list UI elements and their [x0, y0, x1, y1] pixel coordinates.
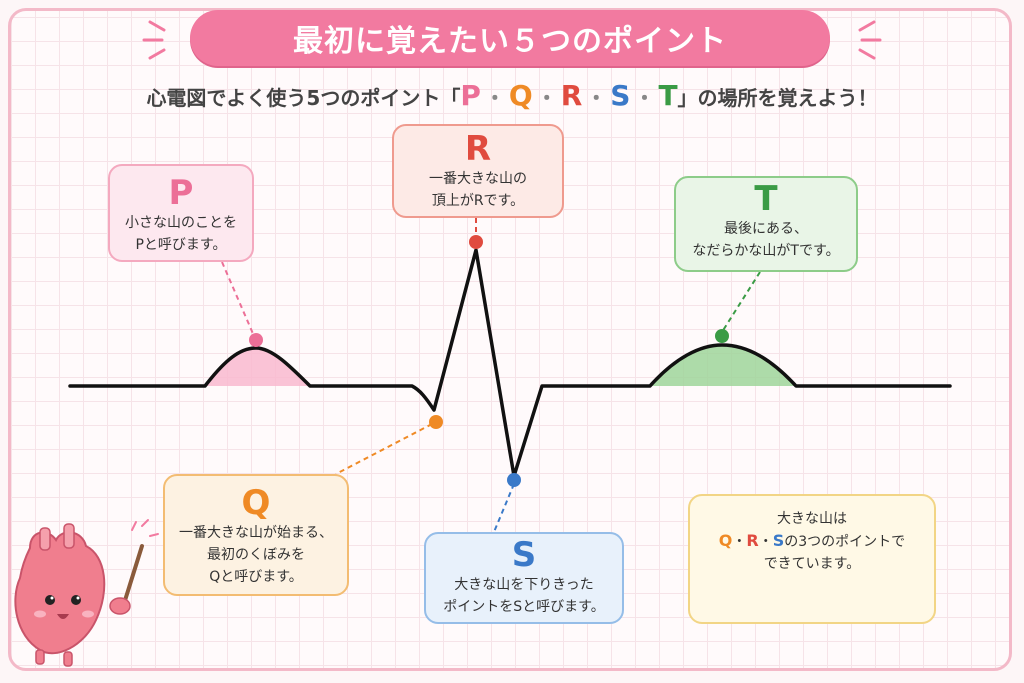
callout-p-letter: P — [168, 173, 194, 213]
qrs-note-text-1: 大きな山は — [777, 511, 847, 527]
callout-p-text-1: 小さな山のことを — [125, 215, 237, 231]
callout-t: T 最後にある、 なだらかな山がTです。 — [674, 176, 858, 272]
callout-s-text-2: ポイントをSと呼びます。 — [443, 599, 605, 615]
callout-r-letter: R — [464, 129, 492, 169]
callout-s-letter: S — [511, 535, 537, 575]
subtitle-separator: ・ — [634, 86, 655, 110]
t-point-marker — [715, 329, 729, 343]
qrs-note-q: Q — [718, 531, 733, 550]
page-title: 最初に覚えたい５つのポイント — [190, 10, 830, 66]
callout-q: Q 一番大きな山が始まる、 最初のくぼみを Qと呼びます。 — [163, 474, 349, 596]
callout-p: P 小さな山のことを Pと呼びます。 — [108, 164, 254, 262]
qrs-note-text-2: の3つのポイントで — [784, 534, 906, 550]
p-wave-fill — [205, 348, 310, 386]
subtitle-letter-t: T — [658, 79, 678, 112]
q-leader — [335, 423, 433, 475]
p-leader — [221, 261, 255, 337]
s-point-marker — [507, 473, 521, 487]
subtitle-letter-r: R — [560, 79, 583, 112]
callout-r: R 一番大きな山の 頂上がRです。 — [392, 124, 564, 218]
qrs-note-line-2: Q・R・Sの3つのポイントで — [690, 530, 934, 553]
spark-right-icon — [858, 20, 882, 60]
subtitle: 心電図でよく使う5つのポイント「P・Q・R・S・T」の場所を覚えよう！ — [60, 76, 964, 116]
subtitle-separator: ・ — [536, 86, 557, 110]
p-point-marker — [249, 333, 263, 347]
qrs-note-sep: ・ — [732, 534, 747, 550]
s-leader — [493, 483, 515, 533]
subtitle-separator: ・ — [586, 86, 607, 110]
callout-q-text-1: 一番大きな山が始まる、 — [179, 525, 333, 541]
spark-left-icon — [142, 20, 166, 60]
qrs-note-sep: ・ — [758, 534, 773, 550]
subtitle-separator: ・ — [484, 86, 505, 110]
subtitle-letter-q: Q — [508, 79, 533, 112]
q-point-marker — [429, 415, 443, 429]
callout-s: S 大きな山を下りきった ポイントをSと呼びます。 — [424, 532, 624, 624]
r-point-marker — [469, 235, 483, 249]
callout-q-text-2: 最初のくぼみを — [207, 547, 305, 563]
qrs-note-r: R — [746, 531, 759, 550]
subtitle-letter-p: P — [460, 79, 481, 112]
callout-r-text-1: 一番大きな山の — [429, 171, 527, 187]
callout-q-letter: Q — [241, 483, 271, 523]
subtitle-after: 」の場所を覚えよう！ — [677, 86, 878, 110]
t-leader — [721, 271, 761, 333]
subtitle-before: 心電図でよく使う5つのポイント「 — [146, 86, 461, 110]
callout-r-text-2: 頂上がRです。 — [431, 193, 525, 209]
qrs-note: 大きな山は Q・R・Sの3つのポイントで できています。 — [688, 494, 936, 624]
callout-p-text-2: Pと呼びます。 — [135, 237, 227, 253]
callout-q-text-3: Qと呼びます。 — [209, 569, 303, 585]
callout-t-text-2: なだらかな山がTです。 — [692, 243, 840, 259]
qrs-note-s: S — [772, 531, 785, 550]
subtitle-letter-s: S — [610, 79, 631, 112]
ecg-waveform — [68, 248, 952, 478]
callout-s-text-1: 大きな山を下りきった — [454, 577, 594, 593]
heart-mascot-icon — [14, 519, 159, 667]
callout-t-letter: T — [754, 179, 778, 219]
callout-t-text-1: 最後にある、 — [724, 221, 808, 237]
t-wave-fill — [650, 345, 796, 386]
qrs-note-text-3: できています。 — [763, 556, 861, 572]
